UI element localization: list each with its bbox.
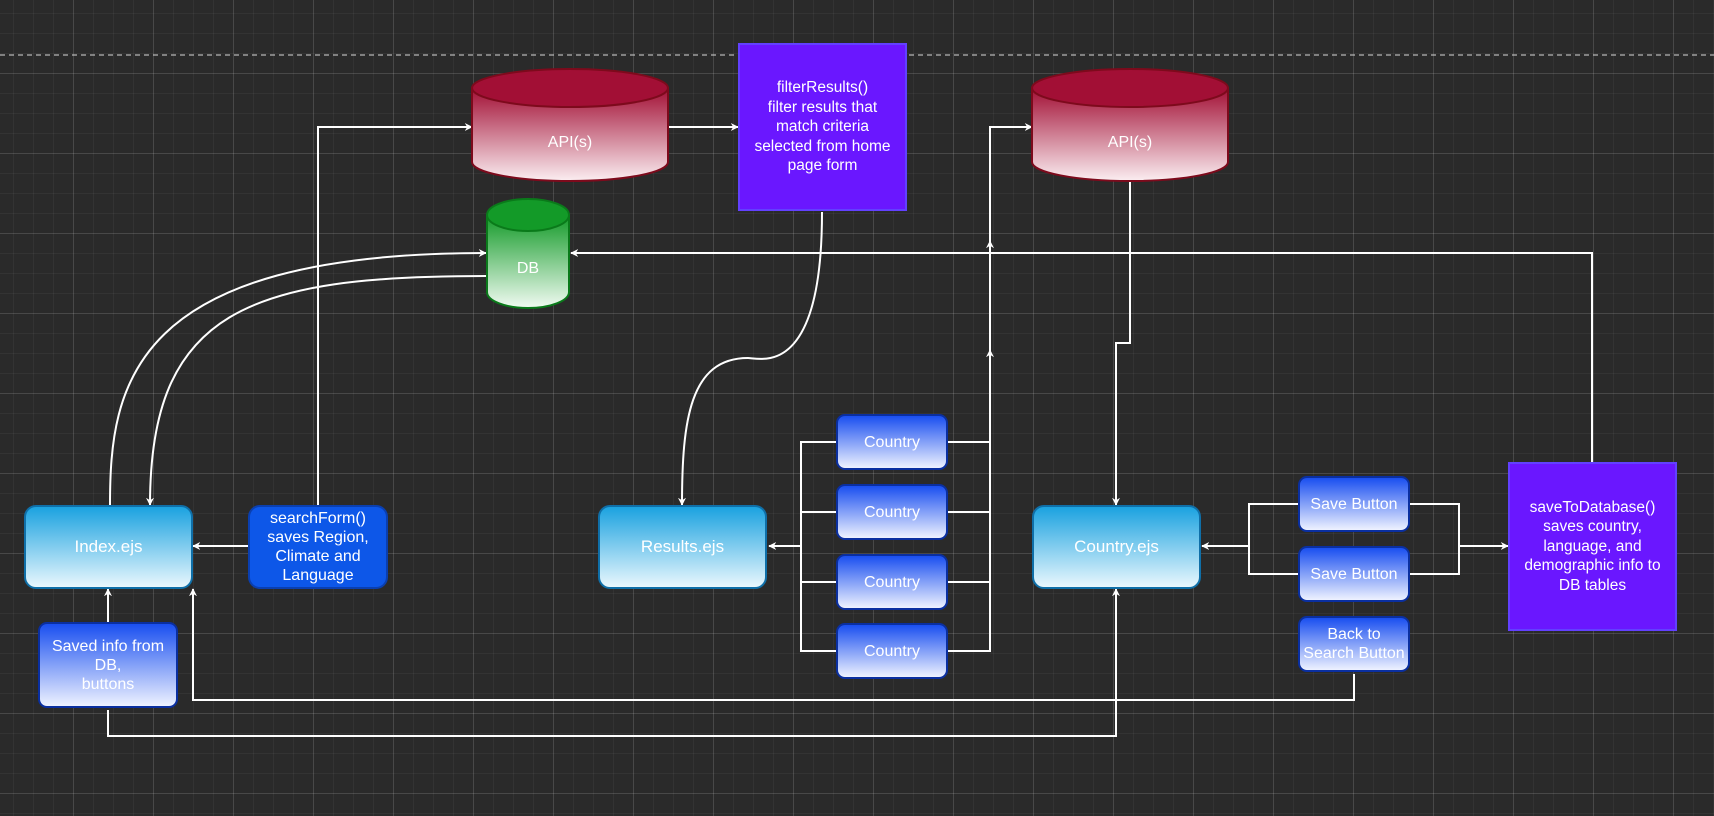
connector-countries-to-results <box>800 441 836 652</box>
connector-search-to-api <box>317 123 473 505</box>
filter-results-box[interactable]: filterResults() filter results that matc… <box>738 43 907 211</box>
save-button-2[interactable]: Save Button <box>1298 546 1410 602</box>
connector-saved-to-country <box>107 588 1120 737</box>
db-label: DB <box>516 260 540 277</box>
connector-db-to-index <box>146 275 487 506</box>
connector-save-to-country <box>1202 503 1298 575</box>
connector-database-to-db <box>570 249 1593 462</box>
api-right-cylinder <box>1031 68 1229 182</box>
api-left-label: API(s) <box>547 134 593 151</box>
search-form-box[interactable]: searchForm() saves Region, Climate and L… <box>248 505 388 589</box>
connector-filter-to-results <box>678 211 823 506</box>
save-to-database-box[interactable]: saveToDatabase() saves country, language… <box>1508 462 1677 631</box>
api-right-label: API(s) <box>1107 134 1153 151</box>
saved-info-box[interactable]: Saved info from DB, buttons <box>38 622 178 708</box>
country-button-4[interactable]: Country <box>836 623 948 679</box>
results-page-node[interactable]: Results.ejs <box>598 505 767 589</box>
api-left-cylinder <box>471 68 669 182</box>
index-page-node[interactable]: Index.ejs <box>24 505 193 589</box>
db-cylinder <box>486 198 570 309</box>
connector-index-to-db <box>109 249 487 506</box>
save-button-1[interactable]: Save Button <box>1298 476 1410 532</box>
connector-save-to-database <box>1410 503 1508 575</box>
connector-back-to-index <box>189 588 1355 701</box>
country-button-3[interactable]: Country <box>836 554 948 610</box>
connector-countries-to-api <box>947 127 1032 652</box>
country-page-node[interactable]: Country.ejs <box>1032 505 1201 589</box>
back-to-search-button[interactable]: Back to Search Button <box>1298 616 1410 672</box>
connector-api-to-country <box>1112 182 1131 506</box>
country-button-2[interactable]: Country <box>836 484 948 540</box>
country-button-1[interactable]: Country <box>836 414 948 470</box>
